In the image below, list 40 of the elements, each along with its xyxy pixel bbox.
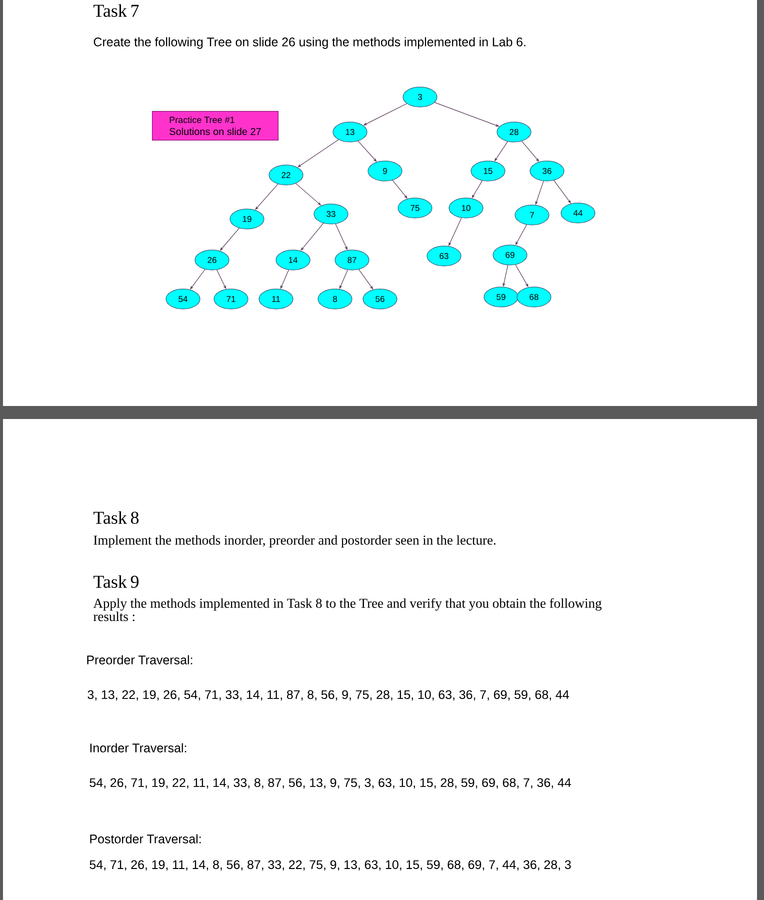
arrow	[255, 184, 278, 210]
tree-node: 28	[496, 122, 532, 142]
tree-node: 56	[362, 288, 398, 310]
tree-node: 75	[398, 198, 432, 218]
section-label: Postorder Traversal:	[90, 834, 201, 844]
arrow	[358, 140, 377, 162]
tree-node: 22	[268, 164, 304, 186]
tree-node: 87	[334, 250, 370, 270]
tree-node: 71	[214, 288, 248, 310]
tree-node: 3	[402, 86, 438, 108]
note-box: Practice Tree #1 Solutions on slide 27	[152, 111, 278, 140]
tree-node: 69	[492, 244, 528, 266]
traversal-sequence: 54, 71, 26, 19, 11, 14, 8, 56, 87, 33, 22, 75, 9, 13, 63, 10, 15, 59, 68, 69, 7, 44, 36, 28, 3	[90, 860, 571, 871]
instruction-text: Implement the methods inorder, preorder and postorder seen in the lecture.	[94, 535, 496, 548]
heading: Task 9	[94, 575, 139, 588]
tree-node: 63	[426, 246, 462, 266]
heading: Task 8	[94, 511, 139, 524]
tree-node: 59	[484, 286, 518, 308]
tree-node: 68	[516, 286, 552, 308]
instruction-text: Apply the methods implemented in Task 8 to the Tree and verify that you obtain the following results :	[93, 598, 602, 622]
tree-node: 36	[530, 160, 564, 182]
instruction-text: Create the following Tree on slide 26 using the methods implemented in Lab 6.	[94, 37, 526, 49]
tree-node: 7	[514, 204, 550, 226]
tree-node: 15	[470, 160, 506, 182]
tree-node: 10	[448, 198, 484, 218]
tree-node: 33	[314, 204, 348, 224]
section-label: Inorder Traversal:	[90, 743, 186, 752]
traversal-sequence: 3, 13, 22, 19, 26, 54, 71, 33, 14, 11, 87, 8, 56, 9, 75, 28, 15, 10, 63, 36, 7, 69, 59, 68, 44	[88, 690, 569, 701]
tree-node: 9	[368, 160, 402, 182]
tree-node: 54	[166, 288, 200, 310]
tree-node: 19	[230, 208, 264, 230]
tree-node: 13	[332, 122, 368, 142]
tree-node: 44	[560, 202, 596, 224]
heading: Task 7	[94, 4, 139, 17]
tree-node: 26	[194, 250, 230, 270]
tree-node: 11	[258, 288, 294, 310]
tree-node: 14	[276, 250, 310, 270]
section-label: Preorder Traversal:	[87, 655, 192, 664]
traversal-sequence: 54, 26, 71, 19, 22, 11, 14, 33, 8, 87, 56, 13, 9, 75, 3, 63, 10, 15, 28, 59, 69, 68, 7, 36, 44	[90, 778, 571, 789]
tree-node: 8	[318, 288, 352, 310]
